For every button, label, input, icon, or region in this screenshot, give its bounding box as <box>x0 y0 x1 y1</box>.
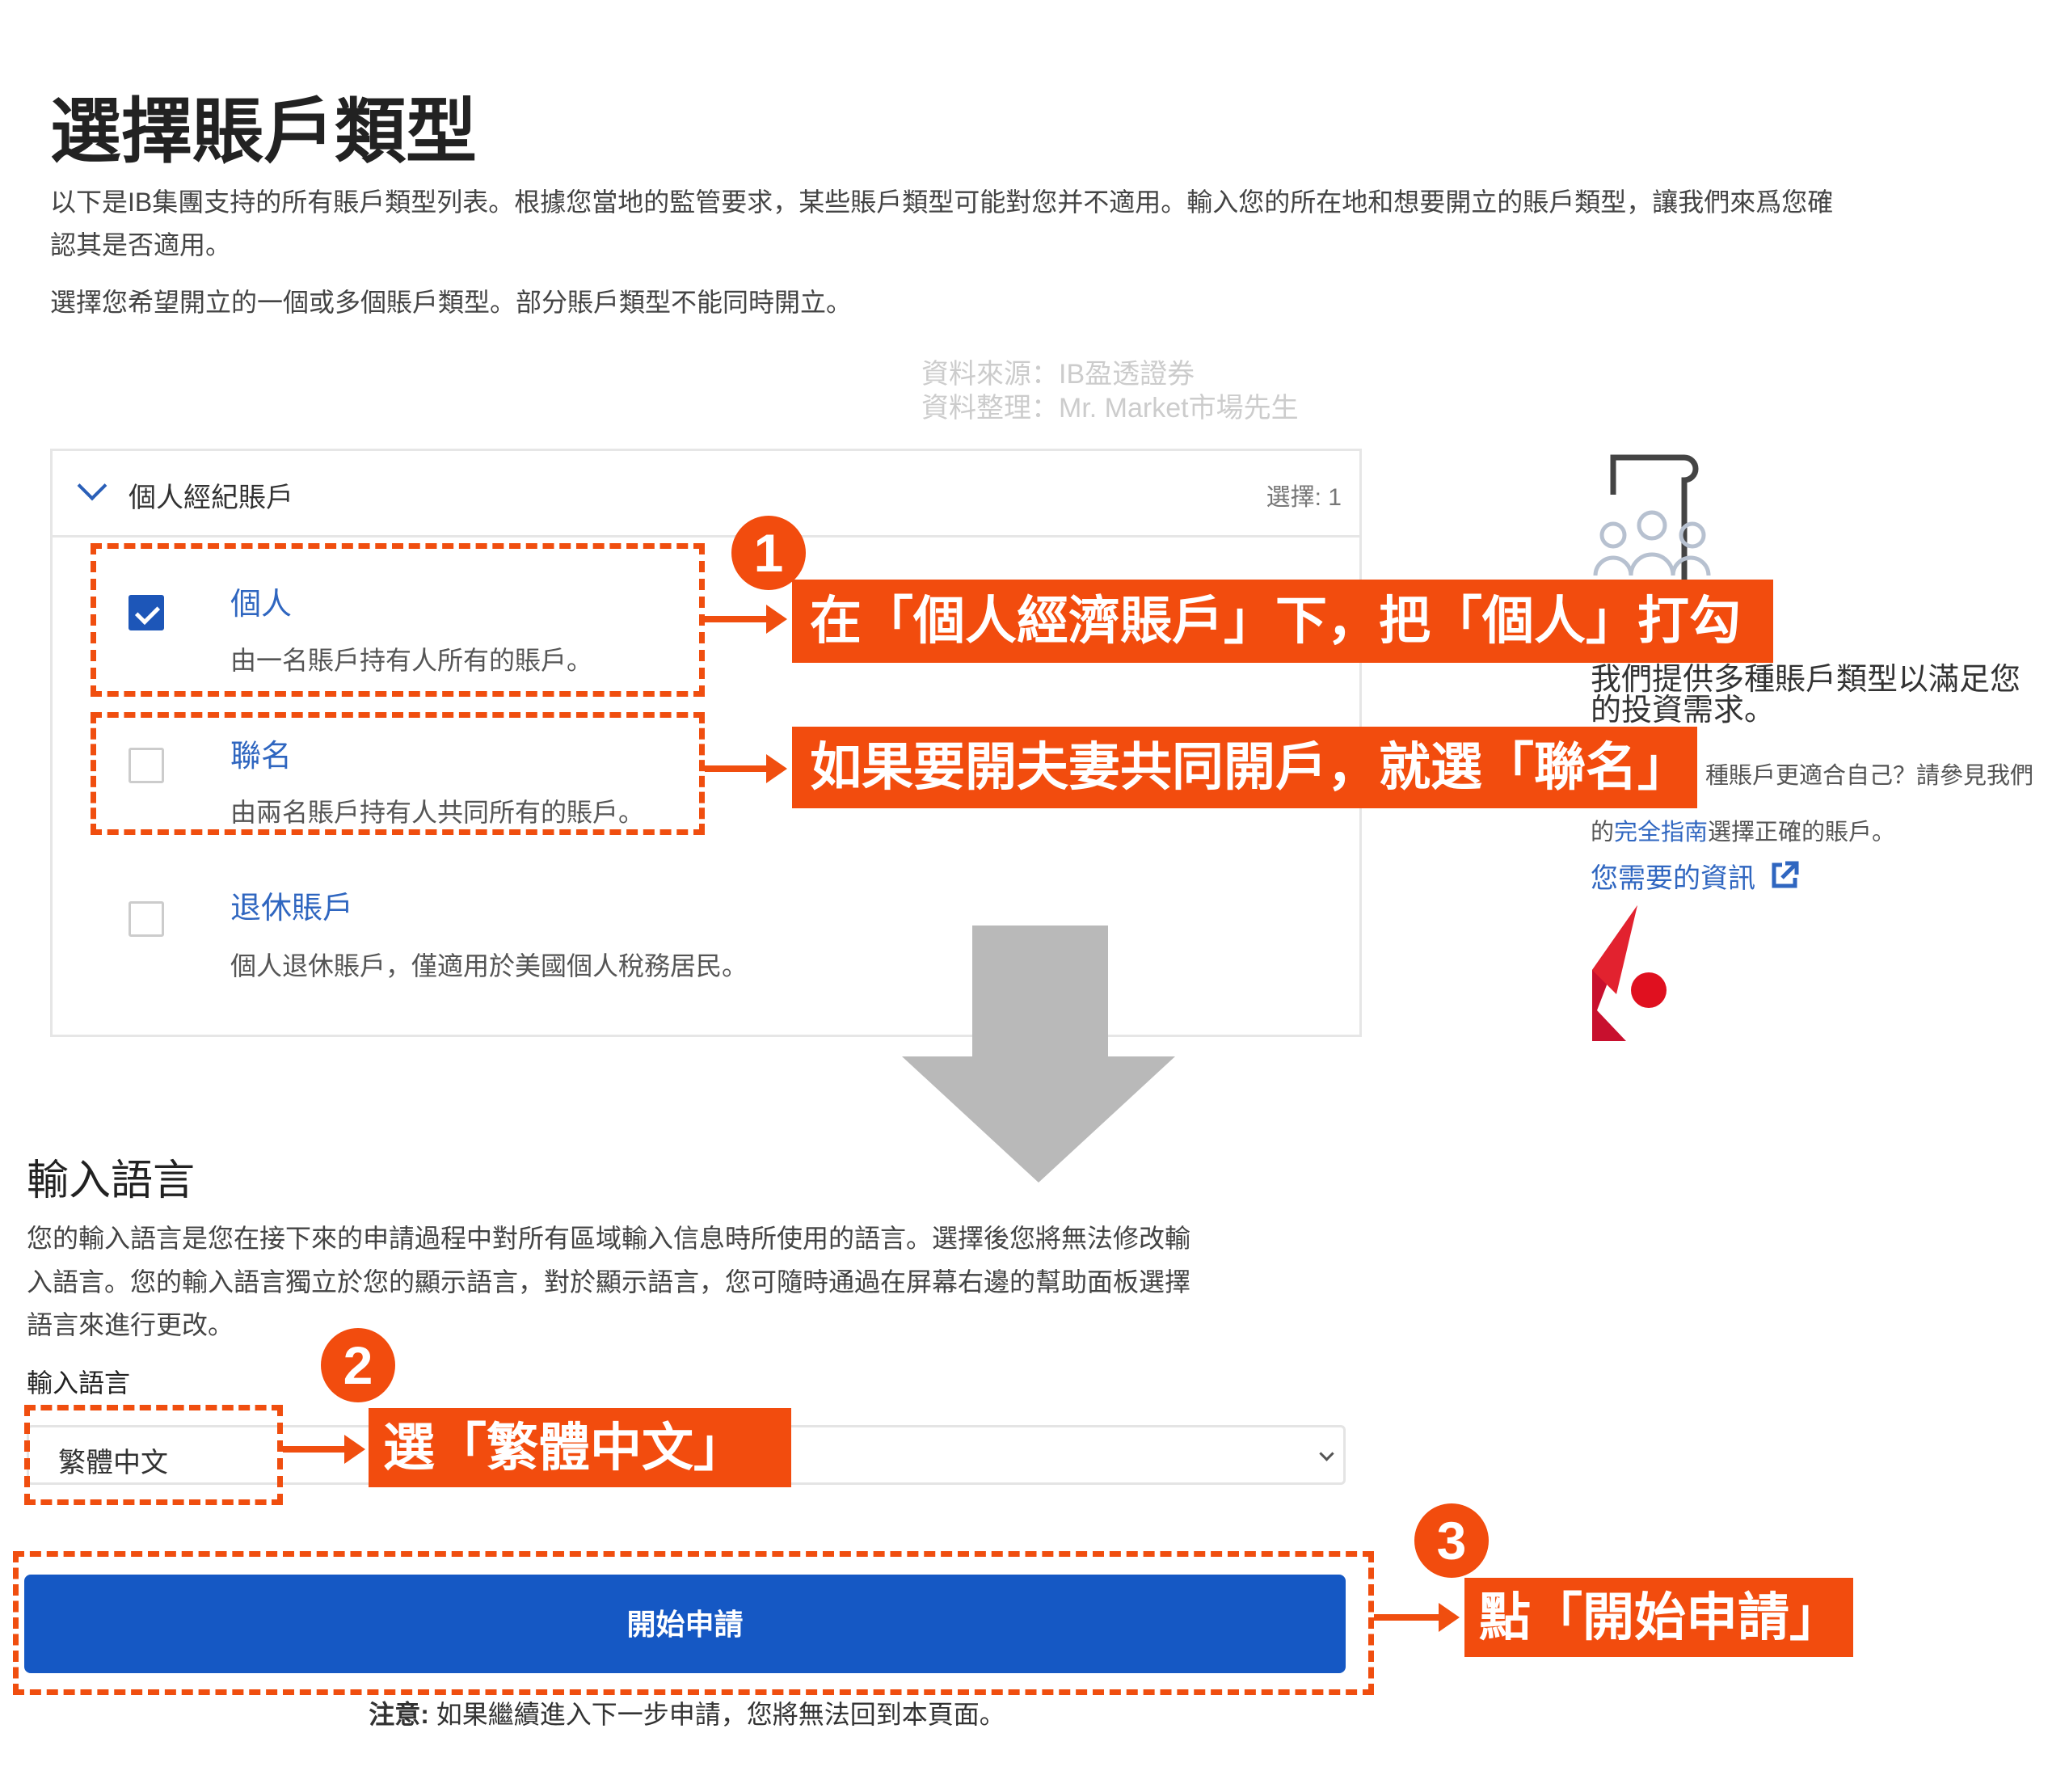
language-select-value: 繁體中文 <box>58 1448 168 1478</box>
item-title-joint[interactable]: 聯名 <box>230 740 293 774</box>
checkbox-retirement[interactable] <box>129 901 164 937</box>
item-desc-retirement: 個人退休賬戶，僅適用於美國個人稅務居民。 <box>230 951 748 980</box>
sidebar-text-line1: 我們提供多種賬戶類型以滿足您 <box>1591 663 2021 697</box>
sidebar-small-suffix: 選擇正確的賬戶。 <box>1708 820 1896 845</box>
language-desc-line3: 語言來進行更改。 <box>27 1310 234 1339</box>
full-guide-link[interactable]: 完全指南 <box>1614 820 1709 845</box>
watermark-editor: 資料整理：Mr. Market市場先生 <box>921 393 1299 424</box>
annotation-step1-joint: 如果要開夫妻共同開戶，就選「聯名」 <box>792 727 1697 808</box>
arrow-right-icon <box>283 1435 365 1464</box>
step-badge-2: 2 <box>321 1328 395 1402</box>
sidebar-small-line1: 種賬戶更適合自己？請參見我們 <box>1705 763 2034 789</box>
selected-count: 選擇: 1 <box>1266 484 1342 511</box>
highlight-joint <box>91 712 705 835</box>
panel-header-label: 個人經紀賬戶 <box>129 483 293 513</box>
language-desc-line1: 您的輸入語言是您在接下來的申請過程中對所有區域輸入信息時所使用的語言。選擇後您將… <box>27 1224 1191 1253</box>
checkbox-individual[interactable] <box>129 595 164 630</box>
language-desc-line2: 入語言。您的輸入語言獨立於您的顯示語言，對於顯示語言，您可隨時通過在屏幕右邊的幫… <box>27 1267 1191 1297</box>
step-badge-3: 3 <box>1414 1503 1489 1578</box>
chevron-down-icon <box>1319 1446 1334 1461</box>
checkbox-joint[interactable] <box>129 748 164 783</box>
item-title-retirement[interactable]: 退休賬戶 <box>230 892 354 926</box>
sidebar-small-line2: 的完全指南選擇正確的賬戶。 <box>1591 812 1895 854</box>
instruction-text: 選擇您希望開立的一個或多個賬戶類型。部分賬戶類型不能同時開立。 <box>50 288 853 317</box>
intro-text-line1: 以下是IB集團支持的所有賬戶類型列表。根據您當地的監管要求，某些賬戶類型可能對您… <box>50 188 1834 217</box>
account-type-panel: 個人經紀賬戶 選擇: 1 個人 由一名賬戶持有人所有的賬戶。 聯名 由兩名賬戶持… <box>50 449 1362 1037</box>
step-badge-1: 1 <box>731 516 806 590</box>
item-title-individual[interactable]: 個人 <box>230 588 293 622</box>
info-link[interactable]: 您需要的資訊 <box>1591 858 1800 899</box>
page-title: 選擇賬戶類型 <box>50 91 478 171</box>
submit-note: 注意: 如果繼續進入下一步申請，您將無法回到本頁面。 <box>0 1694 1374 1731</box>
note-label: 注意: <box>369 1700 429 1729</box>
intro-text-line2: 認其是否適用。 <box>50 230 232 259</box>
highlight-submit <box>13 1551 1374 1695</box>
sidebar-small-prefix: 的 <box>1591 820 1615 845</box>
ib-logo <box>1592 905 1667 1041</box>
watermark: 資料來源：IB盈透證券 資料整理：Mr. Market市場先生 <box>921 357 1299 425</box>
chevron-down-icon[interactable] <box>77 470 107 501</box>
arrow-right-icon <box>1374 1603 1460 1632</box>
start-application-button[interactable]: 開始申請 <box>24 1575 1346 1673</box>
panel-header[interactable]: 個人經紀賬戶 選擇: 1 <box>53 451 1359 538</box>
annotation-step3: 點「開始申請」 <box>1464 1578 1853 1657</box>
arrow-right-icon <box>705 754 787 783</box>
note-text: 如果繼續進入下一步申請，您將無法回到本頁面。 <box>428 1700 1005 1729</box>
item-desc-joint: 由兩名賬戶持有人共同所有的賬戶。 <box>230 798 645 827</box>
external-link-icon <box>1772 861 1799 888</box>
language-field-label: 輸入語言 <box>27 1368 131 1398</box>
arrow-right-icon <box>705 605 787 634</box>
annotation-step1: 在「個人經濟賬戶」下，把「個人」打勾 <box>792 580 1773 663</box>
info-link-label: 您需要的資訊 <box>1591 863 1755 894</box>
language-heading: 輸入語言 <box>27 1157 196 1204</box>
watermark-source: 資料來源：IB盈透證券 <box>921 359 1195 390</box>
annotation-step2: 選「繁體中文」 <box>369 1408 791 1487</box>
down-arrow-icon <box>902 926 1175 1183</box>
people-document-icon <box>1593 454 1711 580</box>
sidebar-text-line2: 的投資需求。 <box>1591 694 1776 727</box>
highlight-language <box>24 1405 283 1505</box>
item-desc-individual: 由一名賬戶持有人所有的賬戶。 <box>230 646 593 675</box>
highlight-individual <box>91 543 705 697</box>
